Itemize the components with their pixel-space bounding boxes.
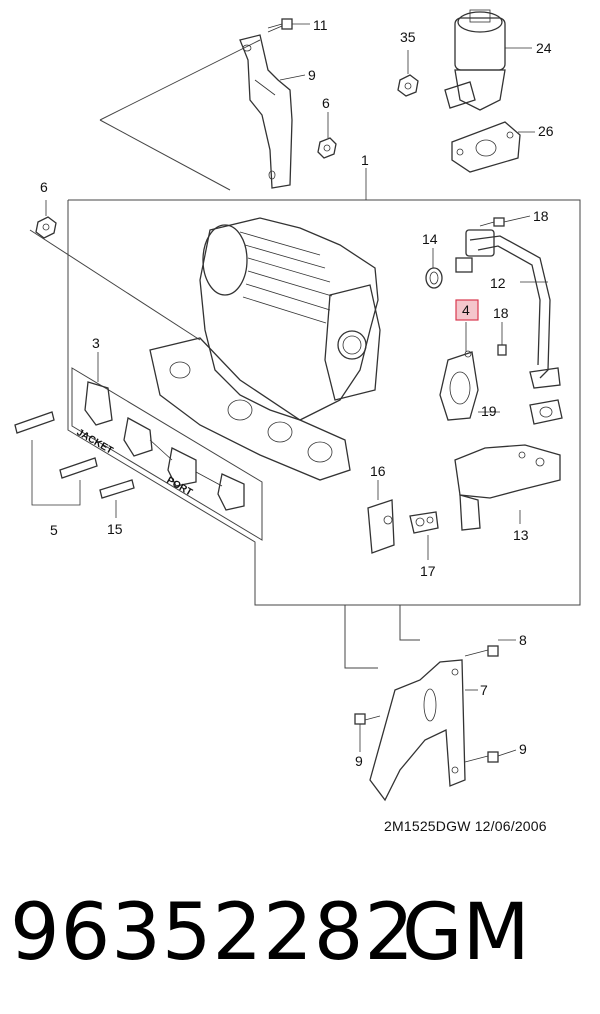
lower-bracket bbox=[369, 659, 466, 802]
callout-5: 5 bbox=[50, 522, 58, 538]
egr-gasket bbox=[451, 121, 521, 173]
throttle-flange bbox=[324, 284, 381, 401]
exploded-parts-diagram: JACKET PORT bbox=[14, 9, 581, 802]
leader-lines bbox=[45, 23, 548, 757]
egr-pipe bbox=[455, 229, 561, 389]
callout-19: 19 bbox=[481, 403, 497, 419]
callout-11: 11 bbox=[313, 17, 328, 33]
callout-24: 24 bbox=[536, 40, 552, 56]
callout-1: 1 bbox=[361, 152, 369, 168]
diagram-reference-code: 2M1525DGW 12/06/2006 bbox=[384, 818, 547, 834]
gasket-19 bbox=[529, 399, 563, 425]
brand-name: GM bbox=[402, 888, 530, 978]
gasket-panel: JACKET PORT bbox=[71, 367, 263, 541]
callout-7: 9 bbox=[308, 67, 316, 83]
callout-12: 15 bbox=[107, 521, 123, 537]
callout-18-upper: 18 bbox=[533, 208, 549, 224]
callouts: 11 9 6 1 6 35 24 26 18 14 12 4 18 19 3 1… bbox=[40, 17, 554, 769]
bolt-11 bbox=[267, 18, 293, 33]
runner-flange bbox=[149, 337, 351, 481]
upper-bracket bbox=[239, 34, 293, 189]
callout-16: 16 bbox=[370, 463, 386, 479]
egr-adapter bbox=[454, 444, 561, 531]
callout-9-bottom: 9 bbox=[519, 741, 527, 757]
callout-6-upper: 6 bbox=[322, 95, 330, 111]
bolt-18-lower bbox=[497, 330, 507, 356]
callout-26: 26 bbox=[538, 123, 554, 139]
port-label: PORT bbox=[165, 475, 195, 498]
intake-manifold bbox=[199, 217, 379, 421]
part-number: 96352282 bbox=[10, 888, 416, 978]
callout-35: 35 bbox=[400, 29, 416, 45]
callout-9-top: 8 bbox=[519, 632, 527, 648]
gasket-17 bbox=[409, 511, 439, 534]
jacket-label: JACKET bbox=[75, 427, 115, 457]
callout-8: 7 bbox=[480, 682, 488, 698]
o-ring-15 bbox=[425, 267, 443, 289]
bolts-9 bbox=[354, 645, 499, 763]
callout-6-left: 6 bbox=[40, 179, 48, 195]
callout-14: 13 bbox=[513, 527, 529, 543]
callout-13: 12 bbox=[490, 275, 506, 291]
studs bbox=[14, 411, 135, 506]
callout-17: 17 bbox=[420, 563, 436, 579]
nut-6-left bbox=[35, 216, 57, 239]
callout-3: 3 bbox=[92, 335, 100, 351]
callout-15: 14 bbox=[422, 231, 438, 247]
nut-6-upper bbox=[317, 137, 337, 159]
callout-9-left: 9 bbox=[355, 753, 363, 769]
gasket-4 bbox=[439, 350, 479, 421]
egr-valve bbox=[444, 9, 506, 111]
callout-4-highlight: 4 bbox=[455, 299, 479, 321]
nut-35 bbox=[397, 74, 419, 97]
callout-18-lower: 18 bbox=[493, 305, 509, 321]
assembly-frame bbox=[29, 39, 581, 669]
callout-4: 4 bbox=[462, 302, 470, 318]
bolt-18-upper bbox=[479, 217, 505, 227]
gasket-16 bbox=[367, 499, 395, 554]
